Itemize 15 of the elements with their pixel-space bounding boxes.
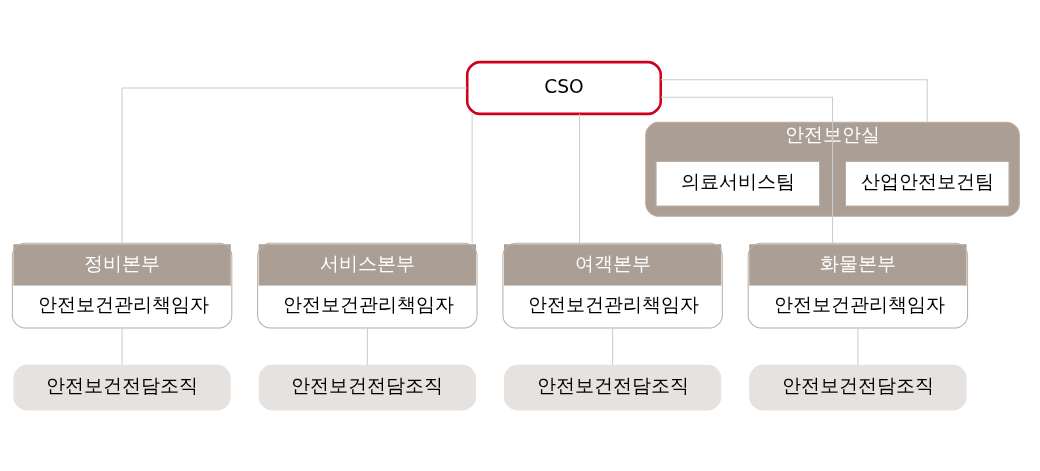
connector [857, 327, 859, 366]
connector [121, 87, 468, 243]
node-box: 의료서비스팀 [655, 160, 821, 206]
connector [612, 327, 614, 366]
node-box: 안전보건전담조직 [749, 364, 967, 410]
node-box: 산업안전보건팀 [844, 160, 1010, 206]
connector [660, 78, 928, 123]
node-box: 안전보건전담조직 [503, 364, 722, 410]
node-box: CSO [465, 60, 663, 115]
connector [366, 327, 368, 366]
node-box: 안전보건전담조직 [13, 364, 231, 410]
connector [660, 96, 834, 243]
connector [579, 113, 581, 244]
node-box: 안전보건전담조직 [258, 364, 476, 410]
connector [471, 113, 473, 244]
